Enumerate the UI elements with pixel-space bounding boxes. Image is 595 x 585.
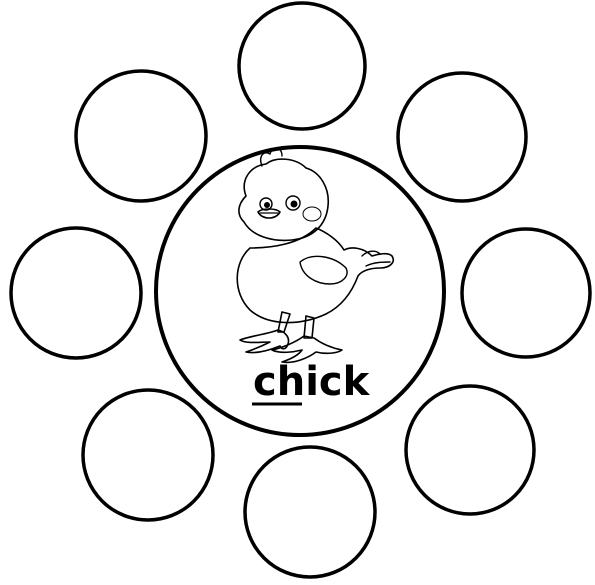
blank-circle-bottom-left[interactable] <box>83 390 213 520</box>
blank-circle-top-left[interactable] <box>76 71 206 201</box>
blank-circle-top[interactable] <box>239 3 365 129</box>
blank-circle-left[interactable] <box>11 228 141 358</box>
center-word: chick <box>253 359 371 405</box>
blank-circle-top-right[interactable] <box>398 73 526 201</box>
blank-circle-bottom-right[interactable] <box>406 386 534 514</box>
blank-circle-right[interactable] <box>462 229 590 357</box>
blank-circle-bottom[interactable] <box>245 447 375 577</box>
